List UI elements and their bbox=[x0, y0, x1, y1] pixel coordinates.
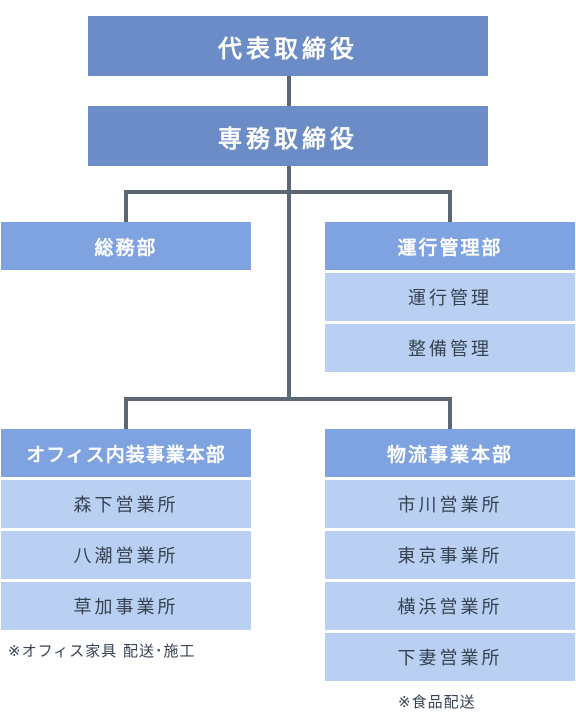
ops-mgmt-item: 運行管理 bbox=[325, 273, 575, 321]
connector-lower-left-drop bbox=[124, 397, 128, 429]
connector-upper-horizontal bbox=[124, 190, 452, 194]
logistics-branch-item: 下妻営業所 bbox=[325, 633, 575, 681]
ops-mgmt-dept-box: 運行管理部 bbox=[325, 222, 575, 270]
connector-lower-horizontal bbox=[124, 397, 452, 401]
ops-mgmt-item: 整備管理 bbox=[325, 324, 575, 372]
connector-upper-left-drop bbox=[124, 190, 128, 222]
ceo-box: 代表取締役 bbox=[88, 16, 488, 76]
logistics-branch-item: 市川営業所 bbox=[325, 480, 575, 528]
managing-director-box: 専務取締役 bbox=[88, 106, 488, 166]
connector-upper-right-drop bbox=[448, 190, 452, 222]
office-division-note: ※オフィス家具 配送･施工 bbox=[8, 642, 196, 660]
office-branch-item: 森下営業所 bbox=[1, 480, 251, 528]
connector-lower-right-drop bbox=[448, 397, 452, 429]
logistics-division-note: ※食品配送 bbox=[398, 693, 476, 711]
office-branch-item: 草加事業所 bbox=[1, 582, 251, 630]
general-affairs-dept-box: 総務部 bbox=[1, 222, 251, 270]
office-branch-item: 八潮営業所 bbox=[1, 531, 251, 579]
office-interior-division-box: オフィス内装事業本部 bbox=[1, 429, 251, 477]
connector-ceo-md bbox=[287, 75, 291, 107]
connector-trunk bbox=[287, 165, 291, 401]
logistics-branch-item: 横浜営業所 bbox=[325, 582, 575, 630]
logistics-branch-item: 東京事業所 bbox=[325, 531, 575, 579]
logistics-division-box: 物流事業本部 bbox=[325, 429, 575, 477]
